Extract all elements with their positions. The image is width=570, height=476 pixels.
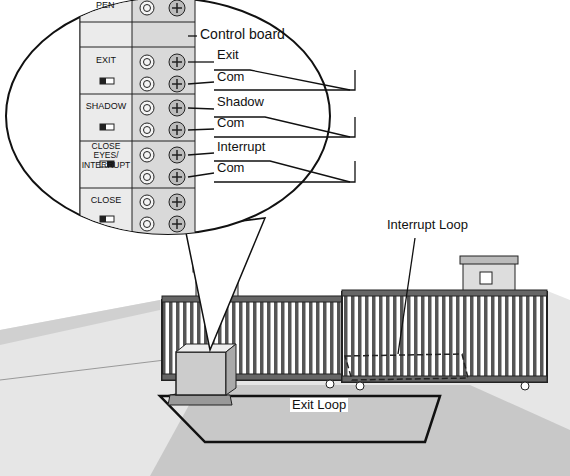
interrupt-loop xyxy=(345,354,468,380)
board-label: SHADOW xyxy=(84,102,128,112)
terminal xyxy=(140,148,154,162)
part-name: Exit Loop xyxy=(290,398,348,412)
screw xyxy=(169,0,185,16)
terminal xyxy=(140,1,154,15)
gate-operator xyxy=(168,344,236,405)
ground xyxy=(0,290,570,476)
leader-lines xyxy=(188,36,415,354)
curb xyxy=(0,300,160,345)
driveway xyxy=(150,385,570,476)
terminal-label: Interrupt xyxy=(217,140,265,154)
terminal xyxy=(140,217,154,231)
screw xyxy=(169,194,185,210)
screw xyxy=(169,169,185,185)
control-board xyxy=(80,0,195,235)
screw xyxy=(169,100,185,116)
terminal-label: Exit xyxy=(217,48,239,62)
board-label: CLOSE EYES/ INTERRUPT xyxy=(81,142,131,170)
board-label: EXIT xyxy=(84,56,128,66)
terminal-label: Com xyxy=(217,70,244,84)
terminal xyxy=(140,195,154,209)
screw xyxy=(169,122,185,138)
screw xyxy=(169,76,185,92)
part-name: Control board xyxy=(200,27,285,42)
board-label: PEN xyxy=(96,1,115,11)
terminal-label: Shadow xyxy=(217,95,264,109)
terminal xyxy=(140,123,154,137)
terminal-label: Com xyxy=(217,116,244,130)
board-label: CLOSE xyxy=(84,196,128,206)
terminal xyxy=(140,77,154,91)
exit-loop xyxy=(160,396,440,442)
screw xyxy=(169,54,185,70)
screw xyxy=(169,216,185,232)
callout-wedge xyxy=(185,218,265,350)
screw xyxy=(169,147,185,163)
terminal xyxy=(140,170,154,184)
terminal xyxy=(140,101,154,115)
part-name: Interrupt Loop xyxy=(385,218,470,232)
terminal xyxy=(140,55,154,69)
road-edge xyxy=(0,360,165,380)
terminal-label: Com xyxy=(217,161,244,175)
